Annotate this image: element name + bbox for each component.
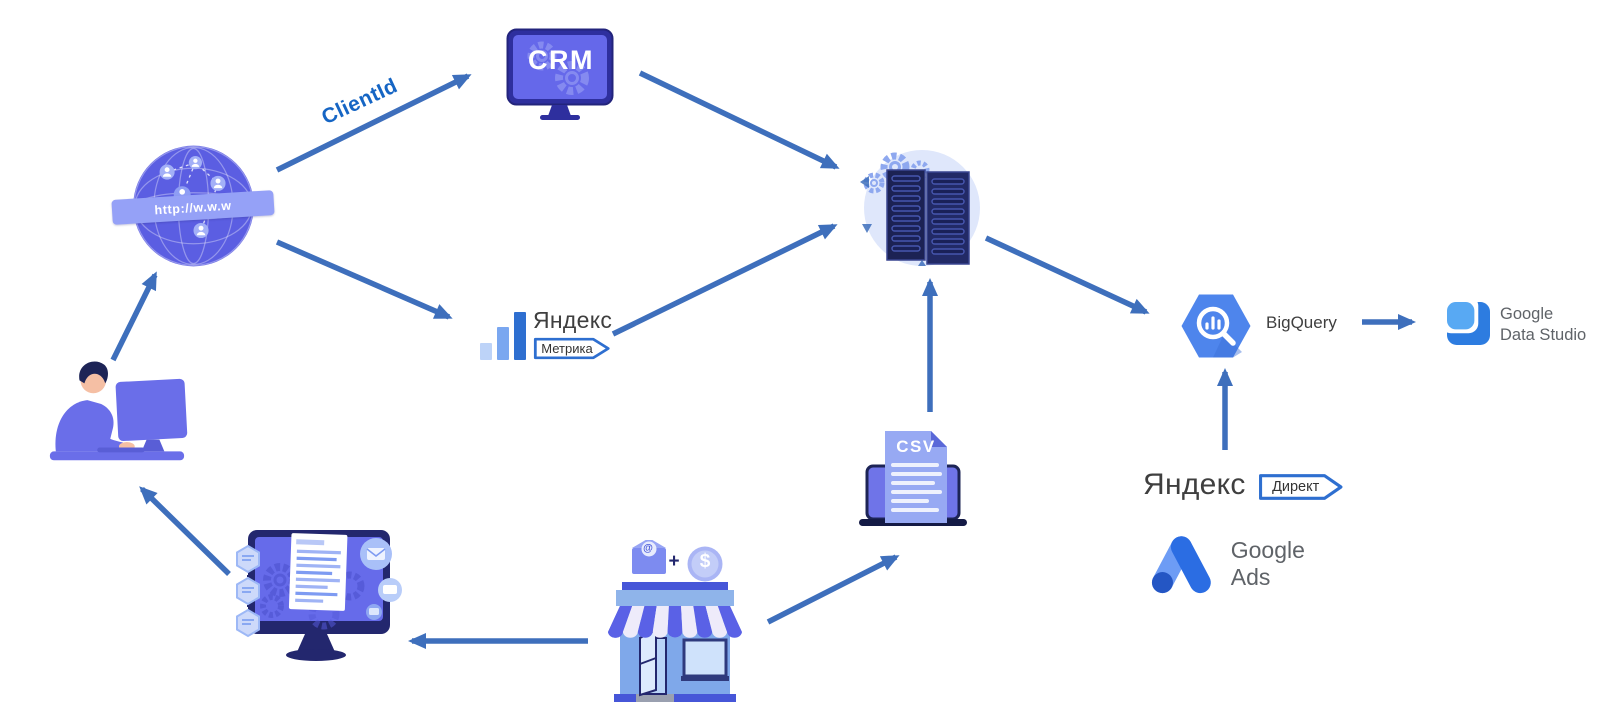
shop-icon: @ + $ [600, 540, 750, 702]
website-globe-icon: http://w.w.w [111, 140, 275, 272]
coin-icon [687, 546, 723, 582]
dollar-glyph: $ [699, 551, 711, 572]
bigquery-icon [1180, 290, 1252, 362]
metrika-brand: Яндекс [533, 307, 613, 333]
google-ads-icon [1151, 536, 1211, 594]
edge-yandex-metrika-to-server [611, 223, 838, 337]
direct-tag: Директ [1258, 473, 1344, 501]
metrika-bars-icon [480, 308, 526, 360]
crm-label: CRM [528, 45, 594, 75]
bigquery-label: BigQuery [1266, 313, 1337, 332]
order-processing-monitor-icon [228, 522, 403, 670]
csv-file-icon: CSV [855, 424, 970, 530]
crm-monitor-icon: CRM [506, 28, 616, 120]
direct-tag-label: Директ [1272, 478, 1320, 495]
csv-label: CSV [896, 437, 936, 456]
edge-globe-to-yandex-metrika [275, 239, 453, 320]
google-ads-label: Google Ads [1230, 536, 1305, 590]
edge-crm-to-server [638, 70, 840, 170]
yandex-direct-logo: Яндекс Директ [1143, 468, 1344, 502]
edge-server-to-bigquery [984, 235, 1150, 315]
google-data-studio-label: Google Data Studio [1500, 305, 1587, 344]
bar-chart-glyph [1205, 316, 1221, 330]
document-lines [891, 463, 942, 512]
yandex-metrika-logo: Яндекс Метрика [480, 307, 612, 360]
edge-label-clientid: ClientId [318, 74, 402, 130]
decorative-triangles [860, 176, 926, 266]
plus-glyph: + [668, 551, 680, 572]
google-ads-logo: Google Ads [1141, 530, 1305, 597]
google-data-studio-icon [1447, 301, 1490, 346]
document-icon [288, 533, 348, 611]
edge-person-to-globe [110, 271, 158, 362]
at-sign-glyph: @ [643, 543, 653, 554]
edge-order-processing-to-person [139, 486, 231, 576]
direct-brand: Яндекс [1143, 468, 1246, 501]
mail-circle-icons [360, 538, 402, 620]
metrika-tag-label: Метрика [541, 341, 593, 356]
server-racks [886, 169, 970, 265]
email-icon [632, 540, 666, 574]
chat-hexagon-icons [236, 544, 260, 638]
gear-icon [527, 41, 589, 95]
edge-shop-to-csv [766, 554, 900, 625]
awning-icon [608, 606, 742, 638]
server-icon [858, 146, 984, 272]
person-at-computer-icon [42, 352, 190, 465]
metrika-tag: Метрика [533, 337, 611, 360]
